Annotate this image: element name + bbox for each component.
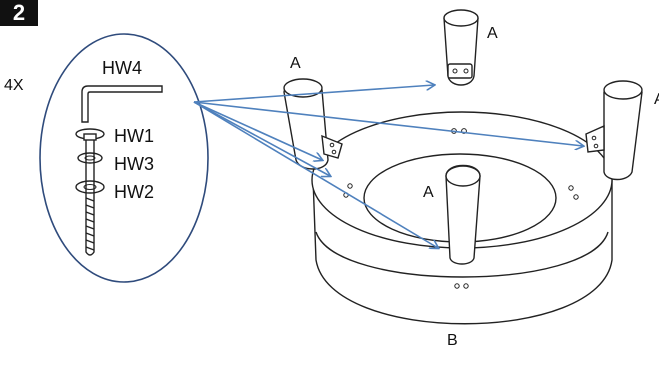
step-badge-bg: [0, 0, 38, 26]
assembly-arrows: [193, 85, 583, 248]
allen-key-icon: [81, 85, 163, 123]
bolt-icon: [75, 128, 105, 256]
leg-a-top-label: A: [487, 25, 498, 42]
hw4-label: HW4: [102, 58, 142, 78]
hardware-callout: 4X HW4 HW1 HW3 HW2: [4, 33, 209, 283]
arrow-to-center-leg: [193, 101, 438, 248]
leg-a-right-label: A: [654, 91, 659, 108]
arrow-to-left-leg-base: [193, 101, 330, 176]
hw3-label: HW3: [114, 154, 154, 174]
hw2-label: HW2: [114, 182, 154, 202]
hw1-label: HW1: [114, 126, 154, 146]
base-b-label: B: [447, 332, 458, 349]
arrow-to-right-leg: [193, 101, 583, 146]
leg-a-right: [585, 80, 643, 181]
hardware-quantity: 4X: [4, 77, 24, 94]
arrow-to-top-leg: [193, 85, 434, 103]
leg-a-center-label: A: [423, 184, 434, 201]
leg-a-top: [443, 9, 479, 86]
leg-a-center: [445, 164, 481, 265]
arrow-to-left-leg-lower: [193, 101, 322, 160]
step-badge: 2: [0, 0, 38, 26]
step-number: 2: [13, 0, 25, 25]
leg-a-left-label: A: [290, 55, 301, 72]
